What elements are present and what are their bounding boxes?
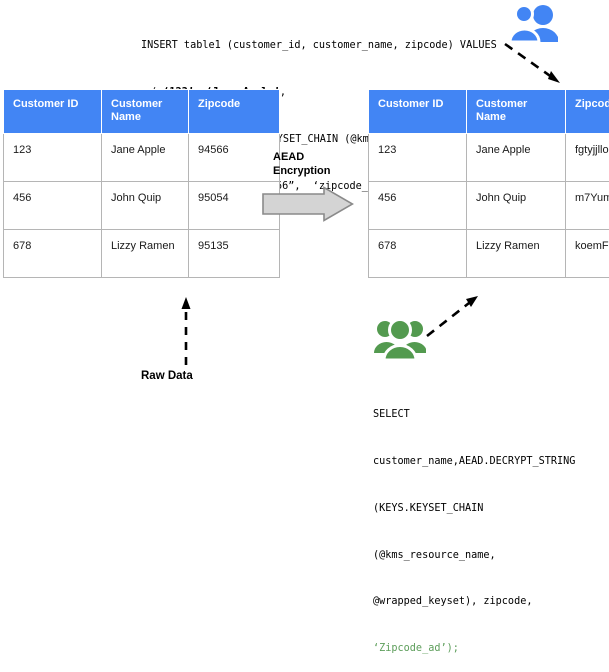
column-header-customer-id: Customer ID [4, 90, 102, 134]
raw-data-label: Raw Data [141, 370, 193, 382]
cell-customer-id: 123 [369, 134, 467, 182]
table-header-row: Customer ID Customer Name Zipcode [4, 90, 280, 134]
dashed-arrow-up-right-icon [427, 296, 478, 336]
cell-customer-name: John Quip [467, 182, 566, 230]
encrypted-data-table: Customer ID Customer Name Zipcode 123 Ja… [368, 89, 609, 278]
cell-zipcode-encrypted: koemF5ter= [566, 230, 609, 278]
column-header-customer-id: Customer ID [369, 90, 467, 134]
raw-data-table: Customer ID Customer Name Zipcode 123 Ja… [3, 89, 280, 278]
select-sql-line-6-aad: ‘Zipcode_ad’); [373, 641, 575, 657]
table-row: 456 John Quip 95054 [4, 182, 280, 230]
cell-zipcode: 95135 [189, 230, 280, 278]
select-sql-line-4: (@kms_resource_name, [373, 548, 575, 564]
column-header-zipcode: Zipcode [566, 90, 609, 134]
column-header-customer-name: Customer Name [102, 90, 189, 134]
cell-customer-id: 456 [369, 182, 467, 230]
aead-encryption-label: AEAD Encryption [273, 150, 330, 178]
dashed-arrow-down-right-icon [505, 44, 560, 83]
table-row: 678 Lizzy Ramen 95135 [4, 230, 280, 278]
table-row: 678 Lizzy Ramen koemF5ter= [369, 230, 609, 278]
cell-customer-name: John Quip [102, 182, 189, 230]
select-sql-line-1: SELECT [373, 407, 575, 423]
insert-sql-line-2-suffix: , [280, 87, 286, 98]
cell-customer-name: Lizzy Ramen [102, 230, 189, 278]
cell-customer-name: Lizzy Ramen [467, 230, 566, 278]
cell-customer-id: 456 [4, 182, 102, 230]
select-sql-statement: SELECT customer_name,AEAD.DECRYPT_STRING… [373, 376, 575, 672]
cell-customer-name: Jane Apple [102, 134, 189, 182]
dashed-arrow-up-icon [182, 297, 191, 365]
table-row: 123 Jane Apple 94566 [4, 134, 280, 182]
select-sql-line-3: (KEYS.KEYSET_CHAIN [373, 501, 575, 517]
table-row: 456 John Quip m7Yumuawqry [369, 182, 609, 230]
cell-zipcode: 94566 [189, 134, 280, 182]
insert-sql-line-1: INSERT table1 (customer_id, customer_nam… [141, 38, 497, 54]
cell-zipcode-encrypted: m7Yumuawqry [566, 182, 609, 230]
table-header-row: Customer ID Customer Name Zipcode [369, 90, 609, 134]
people-group-icon [510, 2, 558, 44]
cell-zipcode-encrypted: fgtyjjllo= [566, 134, 609, 182]
cell-customer-id: 123 [4, 134, 102, 182]
cell-customer-id: 678 [369, 230, 467, 278]
column-header-customer-name: Customer Name [467, 90, 566, 134]
people-group-icon [374, 317, 426, 361]
select-sql-line-5: @wrapped_keyset), zipcode, [373, 594, 575, 610]
select-sql-line-2: customer_name,AEAD.DECRYPT_STRING [373, 454, 575, 470]
column-header-zipcode: Zipcode [189, 90, 280, 134]
cell-customer-id: 678 [4, 230, 102, 278]
right-block-arrow-icon [262, 186, 354, 222]
table-row: 123 Jane Apple fgtyjjllo= [369, 134, 609, 182]
cell-customer-name: Jane Apple [467, 134, 566, 182]
